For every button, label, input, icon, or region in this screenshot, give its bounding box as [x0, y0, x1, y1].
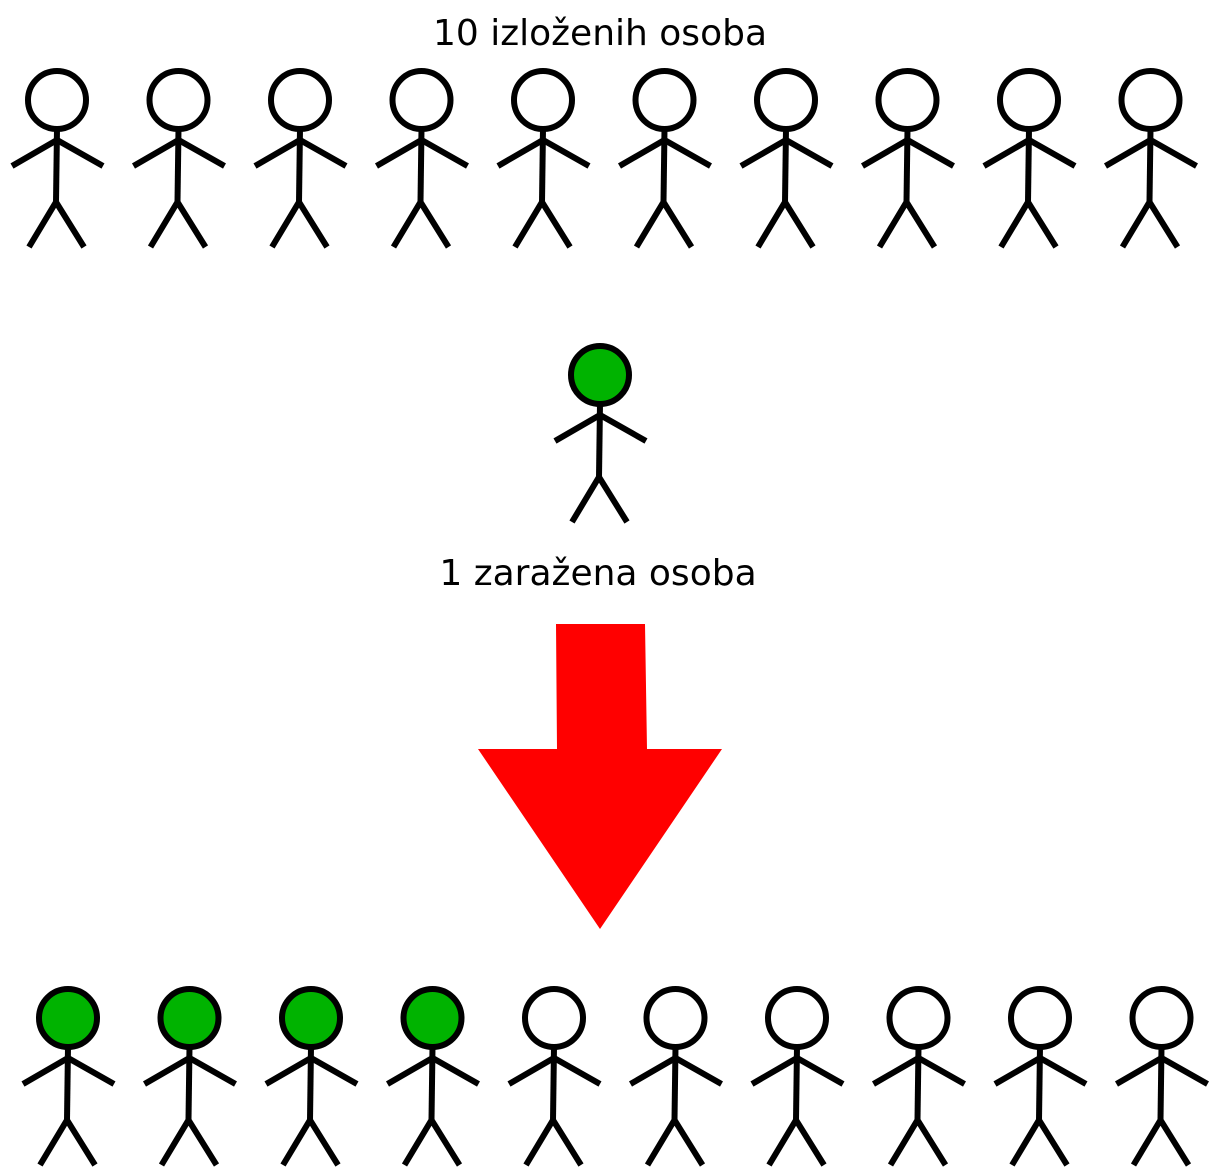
legs-line: [644, 1114, 706, 1167]
healthy-head-icon: [522, 986, 586, 1050]
infected-person-icon: [21, 986, 116, 1167]
arms-line: [982, 136, 1077, 169]
healthy-person-icon: [628, 986, 723, 1167]
healthy-person-icon: [1114, 986, 1209, 1167]
infected-head-icon: [157, 986, 222, 1050]
legs-line: [158, 1114, 220, 1167]
legs-line: [269, 196, 330, 249]
arms-line: [385, 1054, 480, 1087]
legs-line: [569, 471, 630, 524]
healthy-head-icon: [997, 68, 1061, 132]
legs-line: [998, 196, 1059, 249]
result-people-row: [21, 986, 1209, 1167]
legs-line: [887, 1114, 949, 1167]
healthy-person-icon: [10, 68, 105, 249]
healthy-person-icon: [131, 68, 226, 249]
healthy-head-icon: [25, 68, 89, 132]
healthy-person-icon: [871, 986, 966, 1167]
infected-person-icon: [142, 986, 237, 1167]
infected-person-icon: [385, 986, 480, 1167]
healthy-head-icon: [765, 986, 829, 1050]
arms-line: [750, 1054, 845, 1087]
arms-line: [496, 136, 591, 169]
arms-line: [131, 136, 226, 169]
healthy-head-icon: [643, 986, 708, 1050]
exposed-group-label: 10 izloženih osoba: [433, 13, 767, 54]
healthy-person-icon: [739, 68, 834, 249]
legs-line: [755, 196, 816, 249]
healthy-head-icon: [1008, 986, 1072, 1050]
legs-line: [147, 196, 209, 249]
legs-line: [876, 196, 938, 249]
healthy-head-icon: [875, 68, 940, 132]
arms-line: [1114, 1054, 1209, 1087]
healthy-person-icon: [253, 68, 348, 249]
infected-head-icon: [279, 986, 343, 1050]
healthy-head-icon: [632, 68, 697, 132]
arms-line: [507, 1054, 602, 1087]
arms-line: [142, 1054, 237, 1087]
arms-line: [253, 136, 348, 169]
arms-line: [739, 136, 834, 169]
infected-person-icon: [553, 343, 648, 524]
exposed-people-row: [10, 68, 1198, 249]
arms-line: [628, 1054, 723, 1087]
healthy-person-icon: [496, 68, 591, 249]
legs-line: [280, 1114, 341, 1167]
arms-line: [21, 1054, 116, 1087]
infected-head-icon: [568, 343, 632, 407]
healthy-person-icon: [1103, 68, 1198, 249]
arms-line: [993, 1054, 1088, 1087]
healthy-head-icon: [754, 68, 818, 132]
down-arrow-icon: [478, 624, 722, 929]
arms-line: [860, 136, 955, 169]
infected-source-person: [553, 343, 648, 524]
legs-line: [390, 196, 452, 249]
arms-line: [1103, 136, 1198, 169]
arms-line: [617, 136, 712, 169]
healthy-person-icon: [507, 986, 602, 1167]
legs-line: [1130, 1114, 1192, 1167]
legs-line: [26, 196, 87, 249]
arms-line: [871, 1054, 966, 1087]
legs-line: [1119, 196, 1181, 249]
healthy-head-icon: [511, 68, 575, 132]
healthy-head-icon: [1118, 68, 1183, 132]
healthy-person-icon: [617, 68, 712, 249]
healthy-person-icon: [860, 68, 955, 249]
healthy-head-icon: [886, 986, 951, 1050]
arms-line: [10, 136, 105, 169]
legs-line: [37, 1114, 98, 1167]
healthy-head-icon: [1129, 986, 1194, 1050]
arms-line: [374, 136, 469, 169]
arms-line: [553, 411, 648, 444]
infected-head-icon: [36, 986, 100, 1050]
healthy-head-icon: [268, 68, 332, 132]
arms-line: [264, 1054, 359, 1087]
legs-line: [512, 196, 573, 249]
healthy-person-icon: [374, 68, 469, 249]
healthy-head-icon: [389, 68, 454, 132]
infected-head-icon: [400, 986, 465, 1050]
legs-line: [401, 1114, 463, 1167]
infected-person-label: 1 zaražena osoba: [439, 553, 756, 594]
legs-line: [1009, 1114, 1070, 1167]
legs-line: [523, 1114, 584, 1167]
healthy-head-icon: [146, 68, 211, 132]
infected-person-icon: [264, 986, 359, 1167]
healthy-person-icon: [982, 68, 1077, 249]
healthy-person-icon: [750, 986, 845, 1167]
healthy-person-icon: [993, 986, 1088, 1167]
legs-line: [766, 1114, 827, 1167]
legs-line: [633, 196, 695, 249]
